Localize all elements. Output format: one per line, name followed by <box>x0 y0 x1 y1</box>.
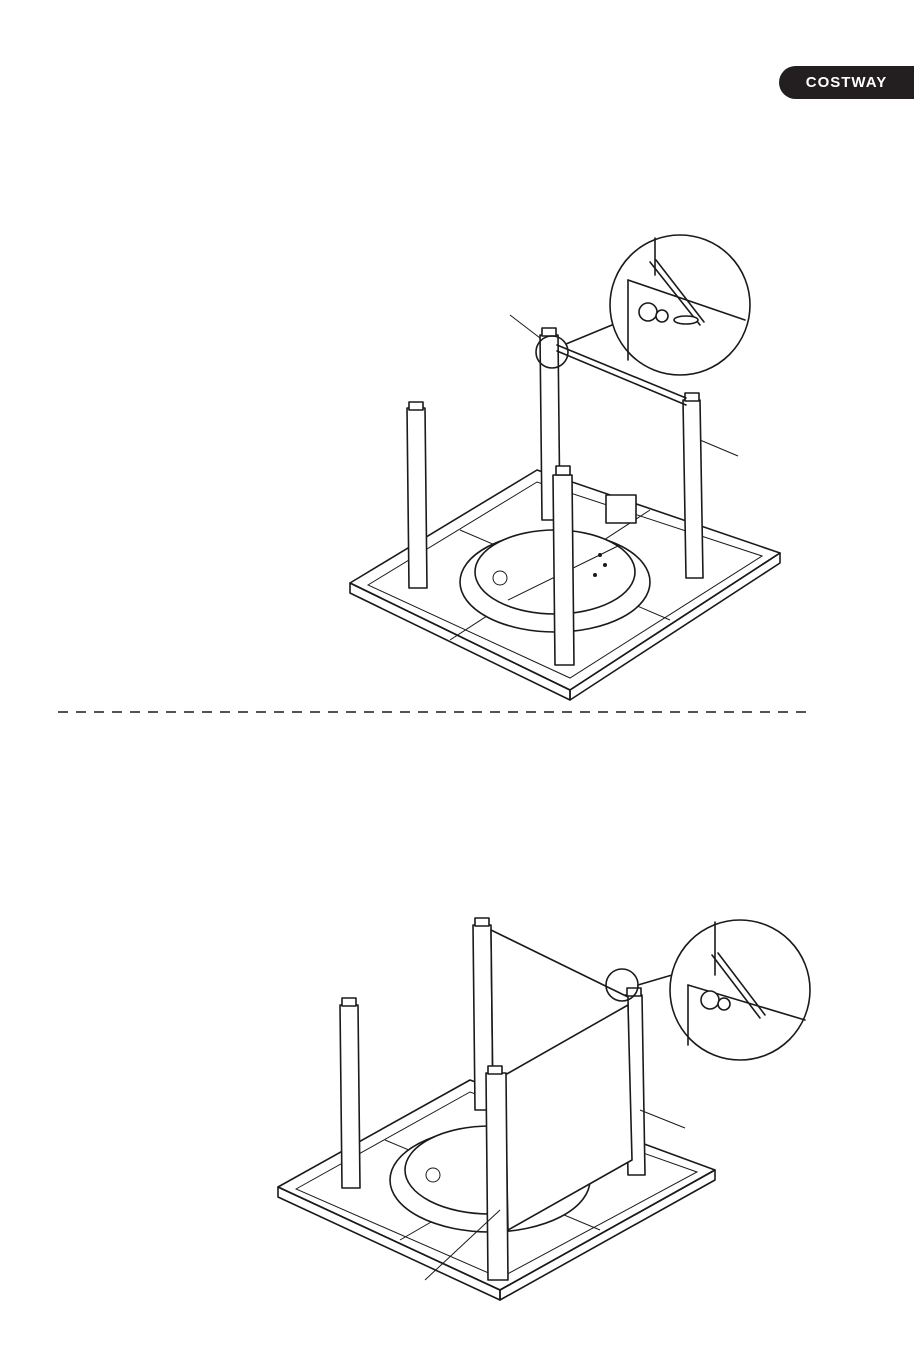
detail-magnifier-icon-2 <box>670 920 810 1060</box>
detail-magnifier-icon <box>610 235 750 375</box>
upper-figure <box>350 235 780 700</box>
lower-figure <box>278 918 810 1300</box>
